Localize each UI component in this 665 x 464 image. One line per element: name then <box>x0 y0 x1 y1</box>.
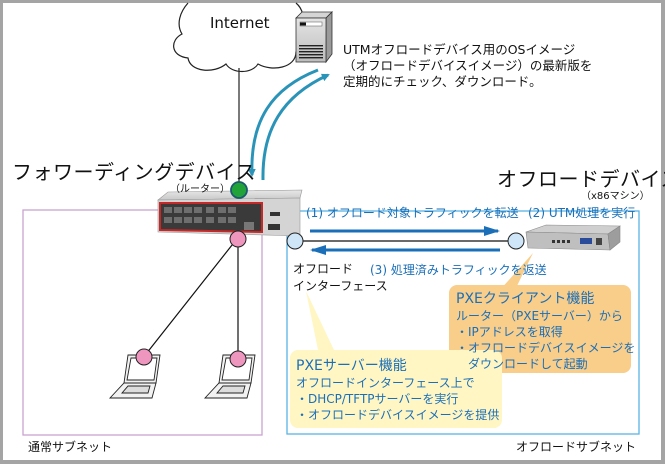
server-note-line: UTMオフロードデバイス用のOSイメージ <box>343 42 576 57</box>
laptop-1-icon <box>108 354 161 399</box>
step-3-label: (3) 処理済みトラフィックを返送 <box>370 263 547 277</box>
download-arrow-down <box>247 68 319 177</box>
internet-label: Internet <box>210 14 270 32</box>
offload-device-subtitle: （x86マシン） <box>581 191 650 202</box>
pxe-server-title: PXEサーバー機能 <box>296 358 407 374</box>
forwarding-device-title: フォワーディングデバイス <box>12 160 256 184</box>
pxe-client-line: ・オフロードデバイスイメージを <box>456 341 636 355</box>
router-wan-node <box>230 181 248 199</box>
server-note-line: （オフロードデバイスイメージ）の最新版を <box>343 58 593 73</box>
check-arrow-up <box>261 73 330 181</box>
pxe-client-pointer <box>500 253 533 290</box>
normal-subnet-box <box>22 209 263 436</box>
offload-subnet-box <box>286 210 640 435</box>
laptop-2-icon <box>203 354 256 399</box>
pxe-server-line: ・オフロードデバイスイメージを提供 <box>296 408 500 422</box>
offload-interface-line: インターフェース <box>293 279 388 293</box>
laptop-2-node <box>229 350 247 368</box>
offload-device-node <box>507 232 525 250</box>
server-note: UTMオフロードデバイス用のOSイメージ （オフロードデバイスイメージ）の最新版… <box>343 42 592 90</box>
router-lan-node <box>229 230 247 248</box>
normal-subnet-label: 通常サブネット <box>28 440 113 454</box>
forwarding-device-subtitle: （ルーター） <box>170 184 230 195</box>
pxe-server-pointer <box>306 291 334 350</box>
pxe-server-callout: PXEサーバー機能 オフロードインターフェース上で ・DHCP/TFTPサーバー… <box>296 357 499 423</box>
step-2-label: (2) UTM処理を実行 <box>528 206 636 220</box>
pxe-client-line: ダウンロードして起動 <box>456 357 588 371</box>
offload-interface-line: オフロード <box>293 262 354 276</box>
offload-device-icon <box>525 224 621 251</box>
pxe-client-title: PXEクライアント機能 <box>456 291 595 307</box>
step-1-label: (1) オフロード対象トラフィックを転送 <box>306 206 519 220</box>
server-note-line: 定期的にチェック、ダウンロード。 <box>343 74 542 89</box>
offload-interface-node <box>286 232 304 250</box>
pxe-server-callout-box <box>290 350 502 428</box>
pxe-server-line: オフロードインターフェース上で <box>296 376 475 390</box>
update-server-icon <box>295 11 333 64</box>
router-device-icon <box>157 189 303 237</box>
pxe-server-line: ・DHCP/TFTPサーバーを実行 <box>296 392 459 406</box>
pxe-client-line: ・IPアドレスを取得 <box>456 325 563 339</box>
pxe-client-line: ルーター（PXEサーバー）から <box>456 309 623 323</box>
laptop-1-node <box>135 348 153 366</box>
link-laptop-1 <box>145 239 237 355</box>
offload-device-title: オフロードデバイス <box>497 167 665 191</box>
offload-interface-label: オフロード インターフェース <box>293 261 388 295</box>
pxe-client-callout: PXEクライアント機能 ルーター（PXEサーバー）から ・IPアドレスを取得 ・… <box>456 290 635 372</box>
offload-subnet-label: オフロードサブネット <box>516 440 637 454</box>
